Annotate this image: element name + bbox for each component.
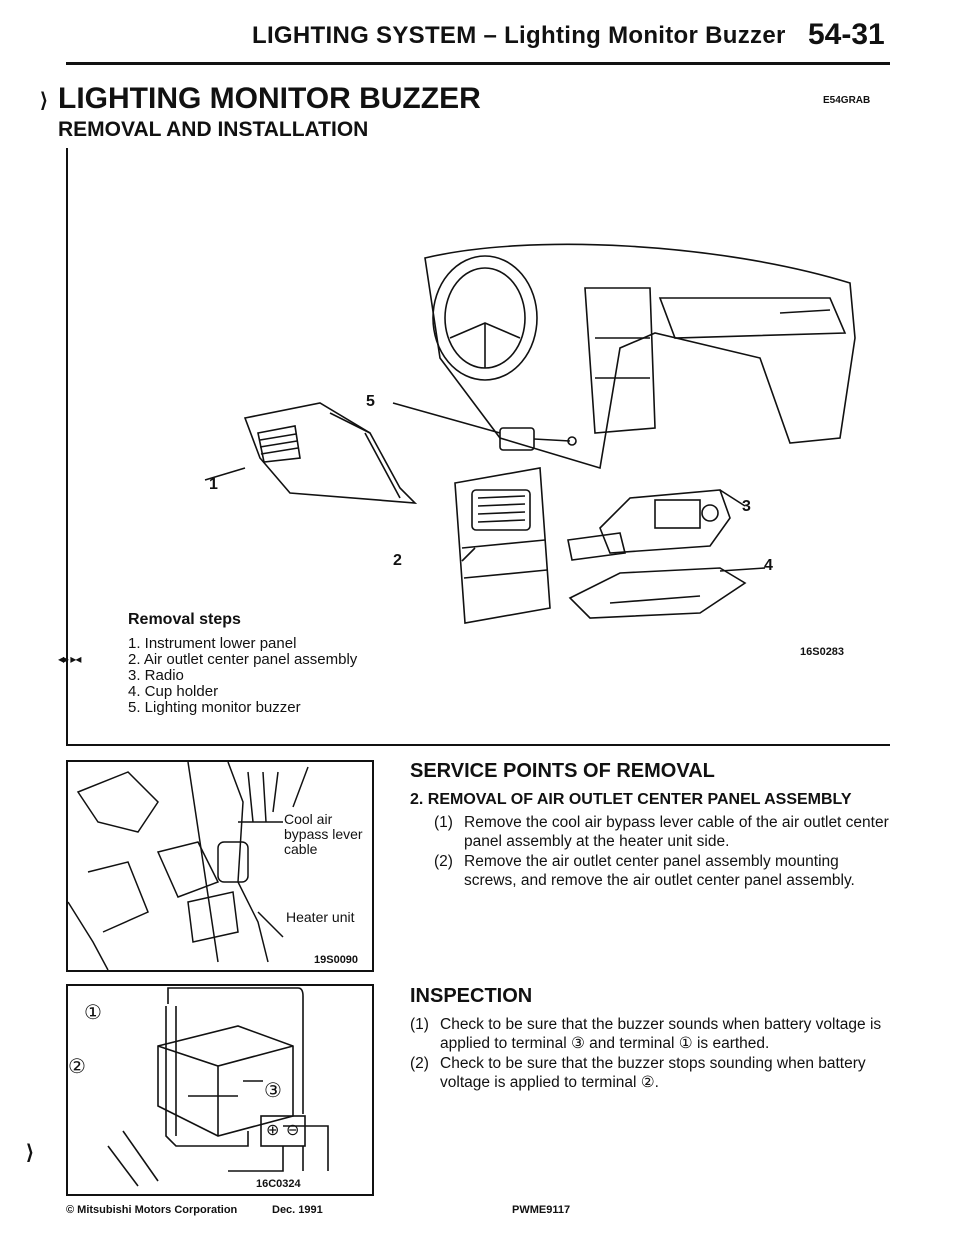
dashboard-exploded-diagram bbox=[204, 243, 856, 624]
callout-5: 5 bbox=[366, 393, 375, 410]
inspection-item-2-num: (2) bbox=[410, 1055, 429, 1072]
removal-step-3: 3. Radio bbox=[128, 667, 184, 684]
doc-code: E54GRAB bbox=[823, 95, 871, 106]
callout-2: 2 bbox=[393, 552, 402, 569]
figure-code-wiring: 16C0324 bbox=[256, 1178, 301, 1190]
terminal-1-label: ① bbox=[84, 1002, 102, 1024]
footer-code: PWME9117 bbox=[512, 1204, 571, 1216]
service-point-marks: ◂▸ ▸◂ bbox=[58, 652, 81, 666]
heater-unit-figure: Cool air bypass lever cable Heater unit … bbox=[66, 760, 374, 972]
inspection-heading: INSPECTION bbox=[410, 985, 533, 1007]
figure-code-heater: 19S0090 bbox=[314, 954, 359, 966]
inspection-item-1-text: Check to be sure that the buzzer sounds … bbox=[440, 1016, 882, 1052]
removal-step-2: 2. Air outlet center panel assembly bbox=[128, 651, 358, 668]
service-item-1-text: Remove the cool air bypass lever cable o… bbox=[464, 814, 889, 850]
figure-frame-bottom bbox=[66, 744, 890, 746]
figure-code-main: 16S0283 bbox=[800, 646, 845, 658]
buzzer-wiring-drawing bbox=[107, 987, 329, 1187]
page-number: 54-31 bbox=[808, 18, 885, 51]
header-section-title: LIGHTING SYSTEM – Lighting Monitor Buzze… bbox=[252, 22, 786, 49]
inspection-item-1: (1) Check to be sure that the buzzer sou… bbox=[410, 1015, 894, 1053]
buzzer-wiring-figure: ① ② ③ ⊕ ⊖ 16C0324 bbox=[66, 984, 374, 1196]
service-points-subheading: 2. REMOVAL OF AIR OUTLET CENTER PANEL AS… bbox=[410, 791, 852, 808]
callout-3: 3 bbox=[742, 498, 751, 515]
removal-steps-title: Removal steps bbox=[128, 611, 241, 628]
callout-1: 1 bbox=[209, 476, 218, 493]
page-title: LIGHTING MONITOR BUZZER bbox=[58, 82, 481, 115]
footer-copyright: © Mitsubishi Motors Corporation bbox=[66, 1204, 238, 1216]
section-subtitle: REMOVAL AND INSTALLATION bbox=[58, 118, 369, 141]
inspection-item-1-num: (1) bbox=[410, 1016, 429, 1033]
label-heater-unit: Heater unit bbox=[286, 909, 355, 925]
service-item-2-num: (2) bbox=[434, 853, 453, 870]
removal-step-4: 4. Cup holder bbox=[128, 683, 219, 700]
service-item-1: (1) Remove the cool air bypass lever cab… bbox=[434, 813, 894, 851]
inspection-item-2: (2) Check to be sure that the buzzer sto… bbox=[410, 1054, 894, 1092]
service-item-1-num: (1) bbox=[434, 814, 453, 831]
callout-4: 4 bbox=[764, 557, 773, 574]
label-cool-air-bypass-cable: Cool air bypass lever cable bbox=[284, 811, 363, 857]
battery-plus-icon: ⊕ bbox=[266, 1122, 280, 1139]
binder-mark-icon: ⟩ bbox=[40, 90, 48, 112]
heater-unit-drawing bbox=[68, 762, 309, 970]
service-points-heading: SERVICE POINTS OF REMOVAL bbox=[410, 760, 715, 782]
terminal-3-label: ③ bbox=[264, 1080, 282, 1102]
service-item-2: (2) Remove the air outlet center panel a… bbox=[434, 852, 894, 890]
header-rule bbox=[66, 62, 890, 65]
service-item-2-text: Remove the air outlet center panel assem… bbox=[464, 853, 855, 889]
terminal-2-label: ② bbox=[68, 1056, 86, 1078]
binder-mark-icon-lower: ⟩ bbox=[26, 1142, 34, 1164]
battery-minus-icon: ⊖ bbox=[286, 1122, 300, 1139]
footer-date: Dec. 1991 bbox=[272, 1204, 323, 1216]
removal-step-1: 1. Instrument lower panel bbox=[128, 635, 297, 652]
removal-step-5: 5. Lighting monitor buzzer bbox=[128, 699, 301, 716]
figure-frame-left bbox=[66, 148, 68, 746]
inspection-item-2-text: Check to be sure that the buzzer stops s… bbox=[440, 1055, 866, 1091]
